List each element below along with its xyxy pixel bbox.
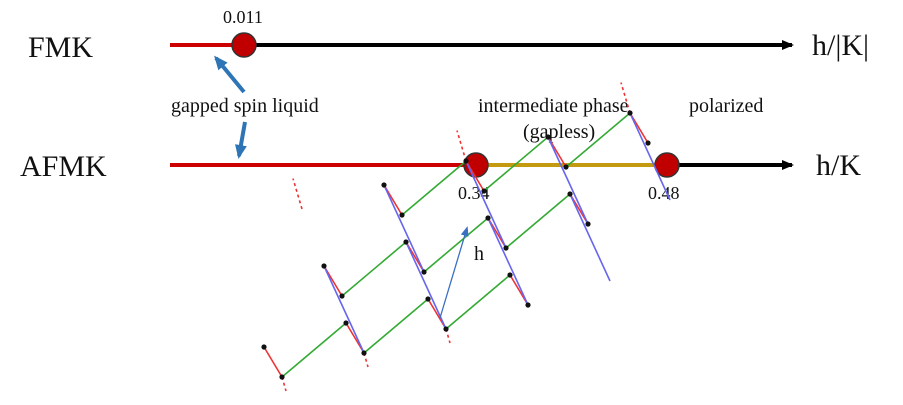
lattice-site — [525, 302, 531, 308]
lattice-bond-z — [383, 184, 425, 273]
lattice-site — [421, 269, 427, 275]
fmk-transition-marker — [231, 32, 257, 58]
fmk-model-label: FMK — [28, 31, 93, 64]
honeycomb-lattice — [261, 82, 671, 392]
afmk-axis-label: h/K — [816, 149, 861, 182]
pointer-arrow-to-afmk — [235, 121, 247, 159]
magnetic-field-arrow — [439, 226, 469, 319]
lattice-bond-z — [405, 241, 447, 330]
lattice-bond-dangling — [456, 130, 467, 162]
lattice-site — [567, 191, 573, 197]
lattice-site — [343, 320, 349, 326]
lattice-site — [585, 221, 591, 227]
lattice-bond-dangling — [292, 178, 303, 210]
lattice-site — [481, 188, 487, 194]
fmk-axis-label: h/|K| — [812, 29, 869, 62]
lattice-site — [261, 344, 267, 350]
lattice-site — [339, 293, 345, 299]
fmk-transition-value: 0.011 — [223, 7, 263, 27]
lattice-site — [425, 296, 431, 302]
lattice-site — [563, 164, 569, 170]
lattice-bond-y — [401, 160, 467, 216]
intermediate-phase-label: intermediate phase — [478, 95, 629, 117]
lattice-bond-y — [565, 112, 631, 168]
lattice-bond-z — [487, 217, 529, 306]
afmk-transition-marker-2 — [654, 152, 680, 178]
lattice-bond-y — [281, 322, 347, 378]
magnetic-field-label: h — [474, 243, 484, 265]
afmk-transition-value-2: 0.48 — [648, 183, 680, 203]
lattice-bond-z — [465, 160, 507, 249]
lattice-bond-y — [445, 274, 511, 330]
lattice-site — [403, 239, 409, 245]
lattice-site — [399, 212, 405, 218]
lattice-site — [503, 245, 509, 251]
lattice-bond-x — [263, 346, 283, 378]
lattice-site — [645, 140, 651, 146]
lattice-site — [485, 215, 491, 221]
lattice-site — [545, 134, 551, 140]
lattice-site — [279, 374, 285, 380]
lattice-bond-y — [341, 241, 407, 297]
lattice-bond-y — [505, 193, 571, 249]
polarized-phase-label: polarized — [689, 95, 763, 117]
lattice-site — [507, 272, 513, 278]
lattice-site — [443, 326, 449, 332]
lattice-bond-y — [483, 136, 549, 192]
pointer-arrow-to-fmk — [214, 55, 246, 94]
gapped-phase-label: gapped spin liquid — [171, 95, 319, 117]
lattice-site — [463, 158, 469, 164]
afmk-model-label: AFMK — [20, 150, 107, 183]
lattice-bond-z — [547, 136, 589, 225]
lattice-site — [627, 110, 633, 116]
lattice-bond-z — [629, 112, 671, 201]
lattice-site — [381, 182, 387, 188]
lattice-bond-y — [423, 217, 489, 273]
intermediate-phase-sublabel: (gapless) — [523, 121, 595, 143]
lattice-bond-z — [323, 265, 365, 354]
lattice-site — [361, 350, 367, 356]
lattice-site — [321, 263, 327, 269]
lattice-bond-z — [569, 193, 611, 282]
lattice-bond-y — [363, 298, 429, 354]
lattice-bond-dangling — [620, 82, 631, 114]
